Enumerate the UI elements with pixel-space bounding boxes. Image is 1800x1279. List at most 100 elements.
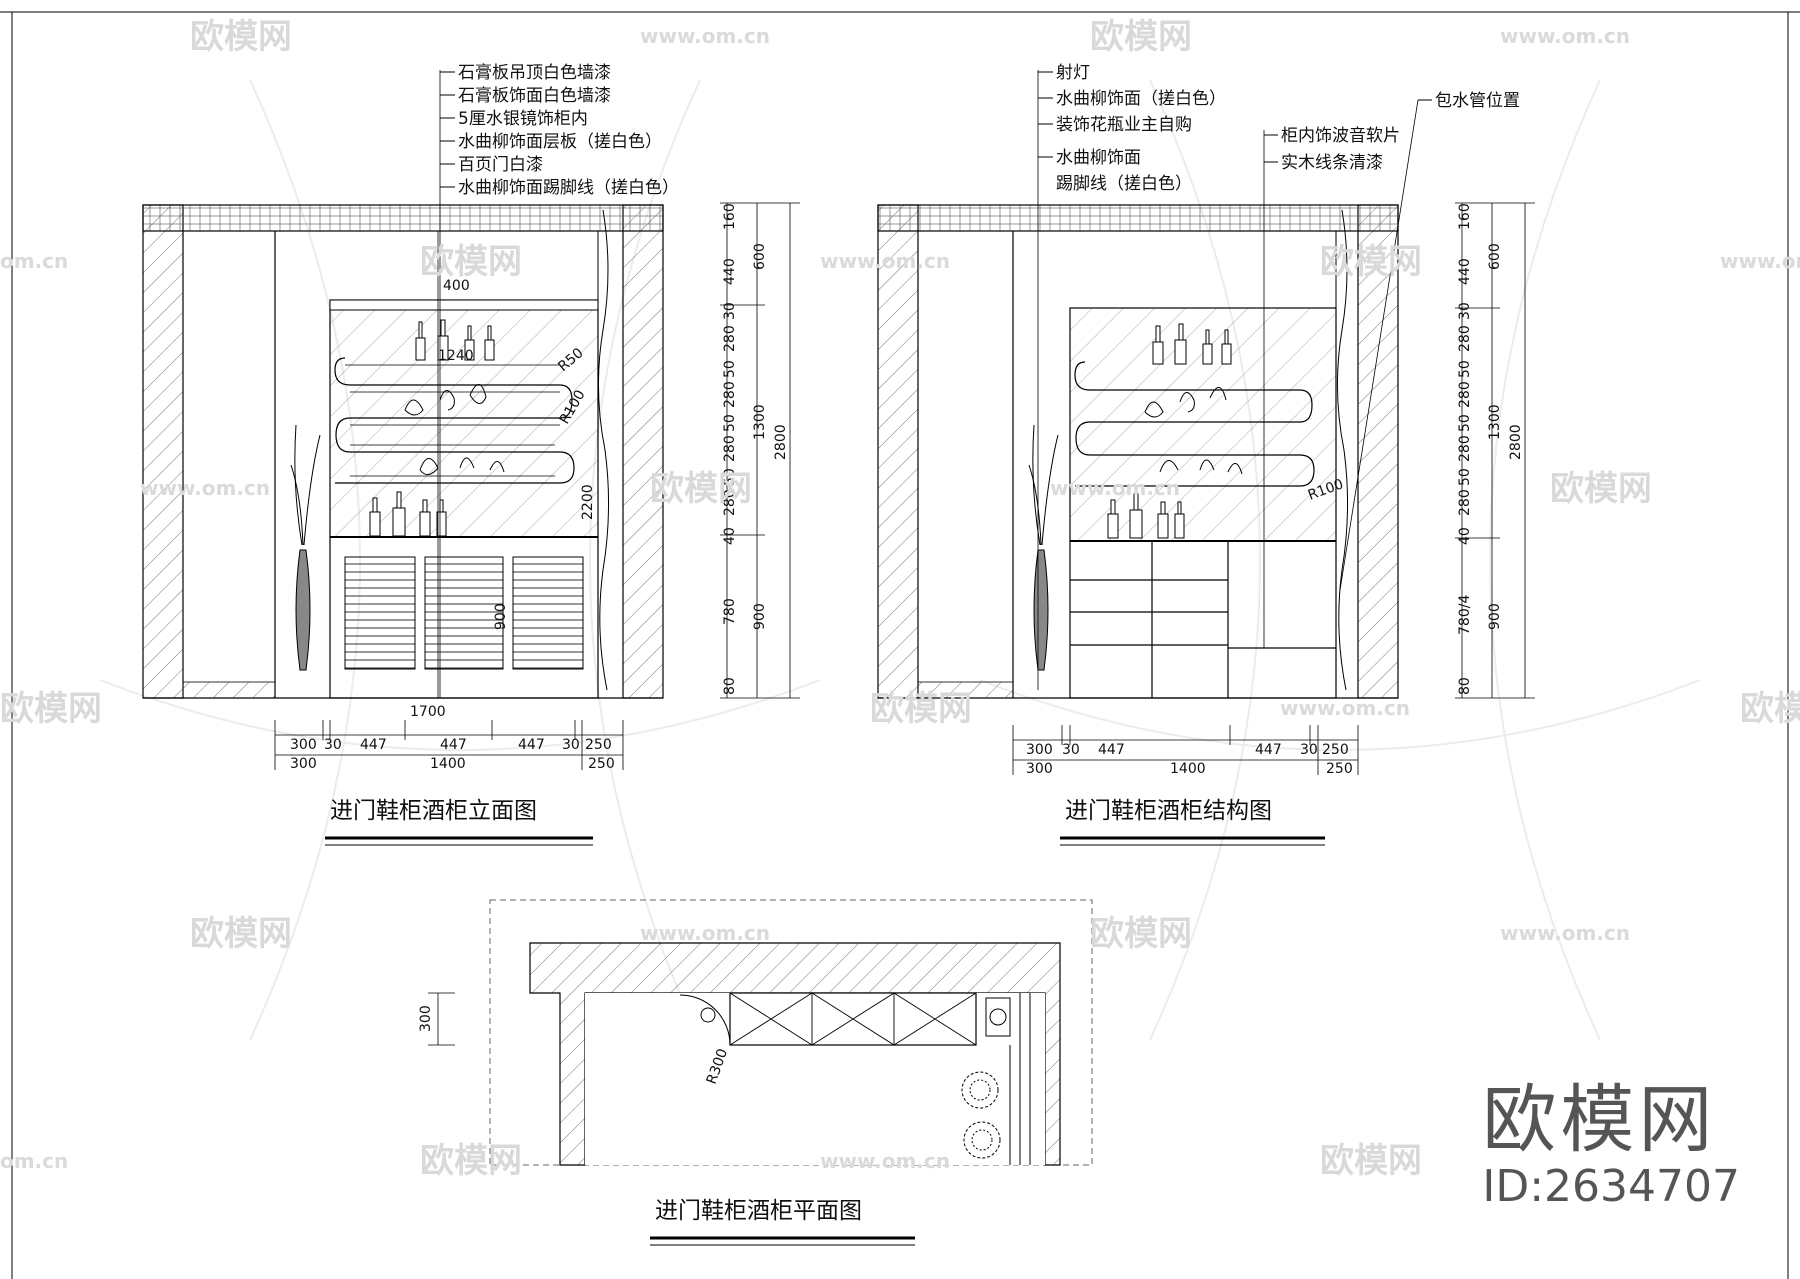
elevation-callout-1: 石膏板吊顶白色墙漆 <box>458 62 611 83</box>
structure-bdim2-1400: 1400 <box>1170 761 1206 777</box>
watermark-brand: 欧模网 <box>420 242 522 282</box>
structure-rdim-160: 160 <box>1457 203 1473 230</box>
watermark-brand: 欧模网 <box>1090 914 1192 954</box>
structure-curtain <box>1336 209 1349 691</box>
plan-view: 300 R300 进门鞋柜酒柜平面图 <box>418 899 1093 1246</box>
structure-view: 射灯 水曲柳饰面（搓白色） 装饰花瓶业主自购 水曲柳饰面 踢脚线（搓白色） 柜内… <box>877 63 1535 846</box>
elevation-louver-door-3 <box>512 556 584 670</box>
structure-leader-water <box>1339 99 1419 591</box>
elevation-shoe-cabinet <box>329 536 599 699</box>
elevation-rdim-50c: 50 <box>722 468 738 486</box>
structure-callout-4: 水曲柳饰面 <box>1056 148 1141 168</box>
elevation-left-wall <box>142 204 184 699</box>
elevation-callout-2: 石膏板饰面白色墙漆 <box>458 85 611 106</box>
elevation-vase <box>295 549 311 671</box>
elevation-right-dims <box>720 202 800 699</box>
structure-rdim-30: 30 <box>1457 302 1473 320</box>
elevation-callouts: 石膏板吊顶白色墙漆 石膏板饰面白色墙漆 5厘水银镜饰柜内 水曲柳饰面层板（搓白色… <box>440 62 679 198</box>
plan-light-symbol <box>700 1007 716 1023</box>
structure-rdim-280a: 280 <box>1457 325 1473 352</box>
elevation-title: 进门鞋柜酒柜立面图 <box>330 798 537 824</box>
watermark-url: www.om.cn <box>1500 921 1630 945</box>
elevation-curved-shelf <box>334 357 575 484</box>
elevation-bdim-447b: 447 <box>440 737 467 753</box>
elevation-louver-door-1 <box>344 556 416 670</box>
elevation-bdim-447c: 447 <box>518 737 545 753</box>
brand-name: 欧模网 <box>1482 1077 1717 1163</box>
elevation-rdim-280c: 280 <box>722 435 738 462</box>
elevation-bdim-300: 300 <box>290 737 317 753</box>
elevation-rdim-2800: 2800 <box>773 424 789 460</box>
watermark-url: www.om.cn <box>640 24 770 48</box>
structure-rdim-2800: 2800 <box>1508 424 1524 460</box>
elevation-dim-1700: 1700 <box>410 704 446 720</box>
elevation-rdim-160: 160 <box>722 203 738 230</box>
elevation-dim-2200: 2200 <box>580 484 596 520</box>
watermark-url: www.om.cn <box>140 476 270 500</box>
watermark-brand: 欧模网 <box>1090 17 1192 57</box>
elevation-rdim-1300: 1300 <box>752 404 768 440</box>
structure-bottles-bottom <box>1107 493 1185 539</box>
structure-bdim-30a: 30 <box>1062 742 1080 758</box>
structure-rdim-80: 80 <box>1457 677 1473 695</box>
elevation-rdim-900: 900 <box>752 603 768 630</box>
watermark-url: www.om.cn <box>640 921 770 945</box>
elevation-bottles-bottom <box>369 491 447 537</box>
structure-rdim-280b: 280 <box>1457 381 1473 408</box>
structure-curved-shelf <box>1074 361 1315 487</box>
structure-title: 进门鞋柜酒柜结构图 <box>1065 798 1272 824</box>
plan-dim-300-lines <box>428 992 455 1046</box>
structure-left-wall <box>877 204 919 699</box>
watermark-url: www.om.cn <box>1280 696 1410 720</box>
elevation-callout-3: 5厘水银镜饰柜内 <box>458 109 588 129</box>
elevation-rdim-280a: 280 <box>722 325 738 352</box>
elevation-louver-door-2 <box>424 556 504 670</box>
watermark-url: www.om.cn <box>1500 24 1630 48</box>
structure-rdim-780-4: 780/4 <box>1457 595 1473 635</box>
elevation-bdim-30b: 30 <box>562 737 580 753</box>
watermark-url: www.om.cn <box>820 249 950 273</box>
structure-rdim-1300: 1300 <box>1487 404 1503 440</box>
elevation-dim-1240: 1240 <box>438 348 474 364</box>
structure-rdim-280c: 280 <box>1457 435 1473 462</box>
plan-outline-dashed <box>489 899 1093 1166</box>
elevation-curved-shelf-inner <box>345 364 560 477</box>
elevation-bdim2-300: 300 <box>290 756 317 772</box>
plan-inner-space <box>585 993 1045 1165</box>
elevation-bdim-250: 250 <box>585 737 612 753</box>
structure-vase <box>1033 549 1049 671</box>
structure-ornaments <box>1144 387 1243 475</box>
structure-rdim-280d: 280 <box>1457 489 1473 516</box>
watermark-brand: 欧模网 <box>1320 1141 1422 1181</box>
brand-id: ID:2634707 <box>1482 1161 1740 1212</box>
structure-callout-1: 射灯 <box>1056 63 1090 83</box>
watermark-brand: 欧模网 <box>190 17 292 57</box>
structure-callout-7: 实木线条清漆 <box>1281 153 1383 173</box>
plan-cabinet <box>729 992 977 1046</box>
structure-shoe-shelves <box>1069 540 1337 699</box>
watermark-brand: 欧模网 <box>870 689 972 729</box>
plan-pipe-icon <box>989 1008 1007 1026</box>
structure-rdim-900: 900 <box>1487 603 1503 630</box>
elevation-rdim-440: 440 <box>722 258 738 285</box>
elevation-callout-4: 水曲柳饰面层板（搓白色） <box>458 132 662 152</box>
structure-display-cabinet <box>1069 307 1337 542</box>
structure-bdim-30b: 30 <box>1300 742 1318 758</box>
structure-bottom-dims <box>1012 725 1359 775</box>
watermark-url: www.om.cn <box>820 1149 950 1173</box>
structure-rdim-50b: 50 <box>1457 414 1473 432</box>
elevation-rdim-280d: 280 <box>722 489 738 516</box>
elevation-callout-5: 百页门白漆 <box>458 155 543 175</box>
plan-pipe-box <box>985 997 1011 1037</box>
watermark-url: www.om.cn <box>1720 249 1800 273</box>
elevation-dim-900: 900 <box>493 603 509 630</box>
plan-plant-icon <box>961 1071 1001 1159</box>
structure-callout-5: 踢脚线（搓白色） <box>1056 174 1192 194</box>
watermark-brand: 欧模网 <box>650 469 752 509</box>
watermark-url: www.om.cn <box>1050 476 1180 500</box>
structure-callout-3: 装饰花瓶业主自购 <box>1056 115 1192 135</box>
structure-callouts: 射灯 水曲柳饰面（搓白色） 装饰花瓶业主自购 水曲柳饰面 踢脚线（搓白色） 柜内… <box>1038 63 1520 194</box>
plan-cabinet-crosses <box>729 992 977 1046</box>
elevation-vase-stems <box>290 424 321 546</box>
structure-bdim2-300: 300 <box>1026 761 1053 777</box>
